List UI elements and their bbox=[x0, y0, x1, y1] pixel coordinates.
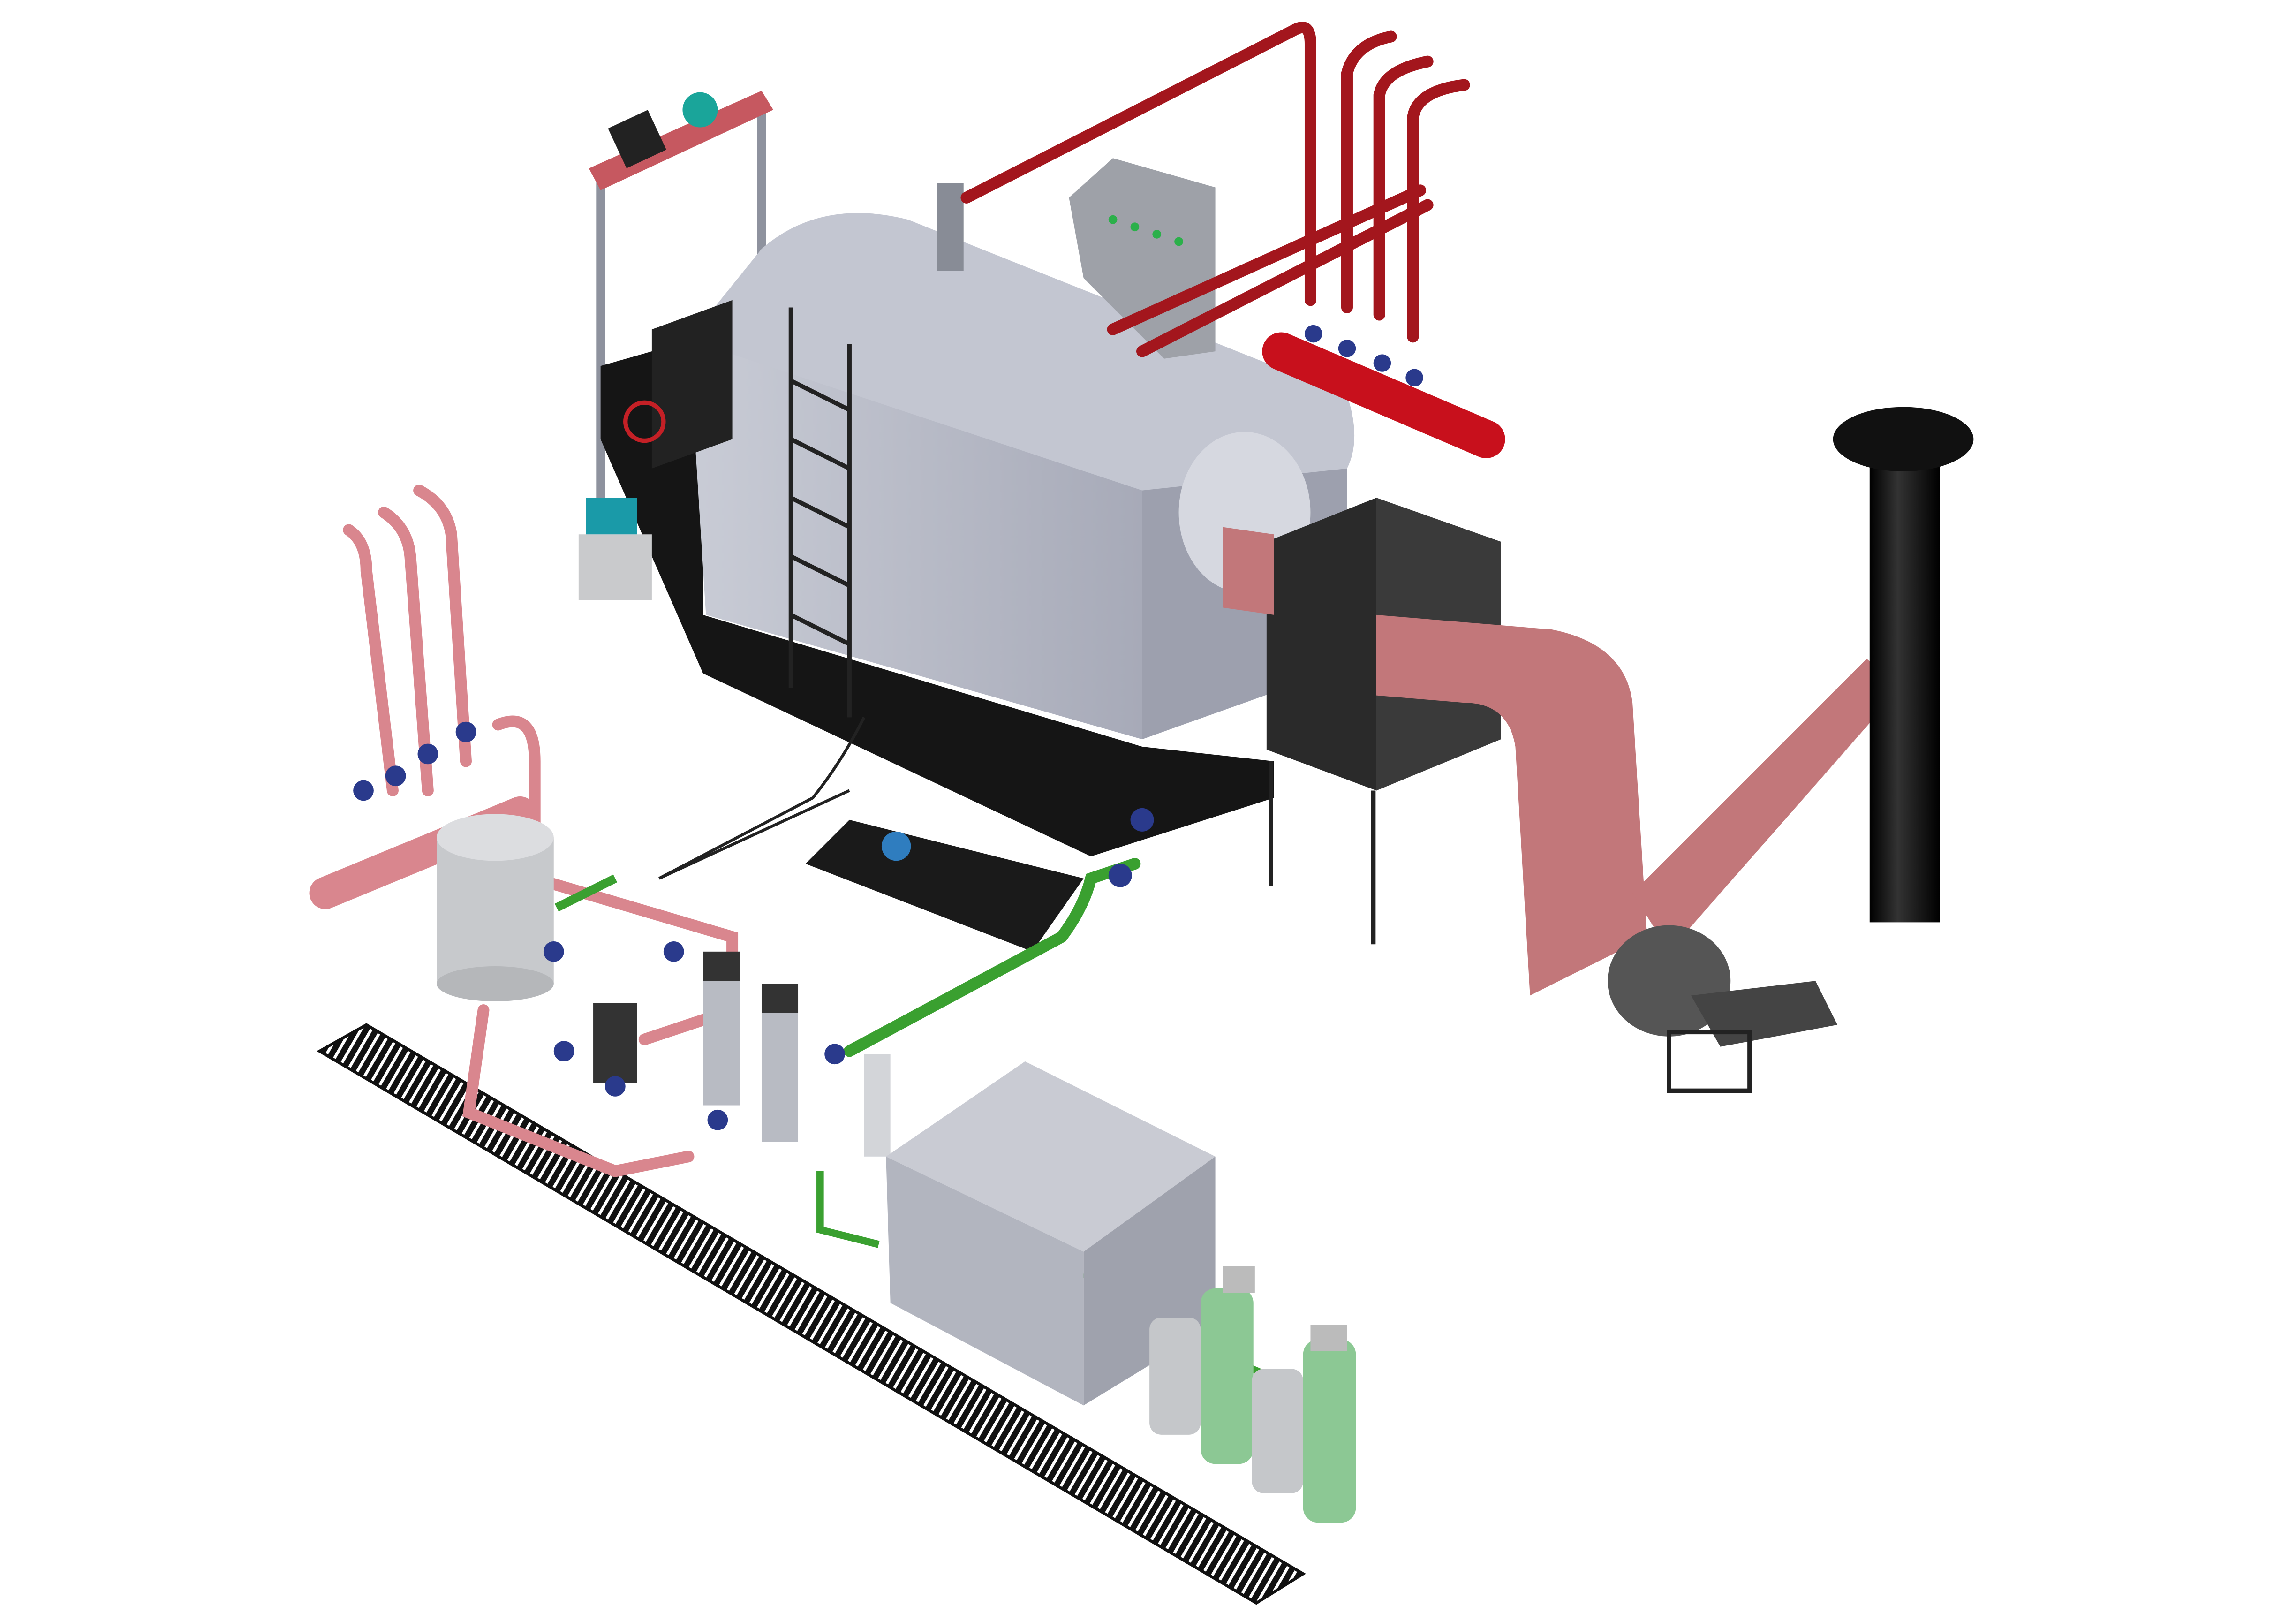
steam-valves bbox=[1304, 325, 1423, 387]
header-valves bbox=[353, 721, 476, 801]
steam-pipes bbox=[960, 22, 1470, 357]
chimney-duct bbox=[1632, 659, 1901, 952]
feeder-frame bbox=[589, 91, 773, 498]
chimney-cap bbox=[1833, 407, 1974, 472]
boiler-body-front bbox=[688, 336, 1142, 740]
induced-draft-fan bbox=[1608, 925, 1838, 1093]
pump-valves bbox=[543, 808, 1154, 1130]
control-panel bbox=[1069, 158, 1216, 359]
floor-grate bbox=[317, 1023, 1306, 1605]
chimney bbox=[1869, 439, 1940, 923]
boiler-drum bbox=[688, 213, 1355, 491]
feed-pumps bbox=[593, 951, 891, 1157]
ladder bbox=[788, 307, 852, 718]
blower-fan-icon bbox=[881, 831, 911, 861]
feeder-hopper bbox=[651, 300, 733, 469]
feedwater-pipe bbox=[843, 858, 1141, 1057]
handwheel-icon bbox=[623, 400, 666, 443]
flue-duct bbox=[1223, 527, 1647, 996]
water-softeners bbox=[1149, 1266, 1356, 1523]
gear-motor bbox=[578, 534, 652, 600]
ash-chute bbox=[805, 819, 1084, 952]
steam-separator bbox=[937, 183, 964, 271]
steam-header bbox=[1262, 332, 1505, 458]
deaerator-tank bbox=[437, 814, 554, 1001]
